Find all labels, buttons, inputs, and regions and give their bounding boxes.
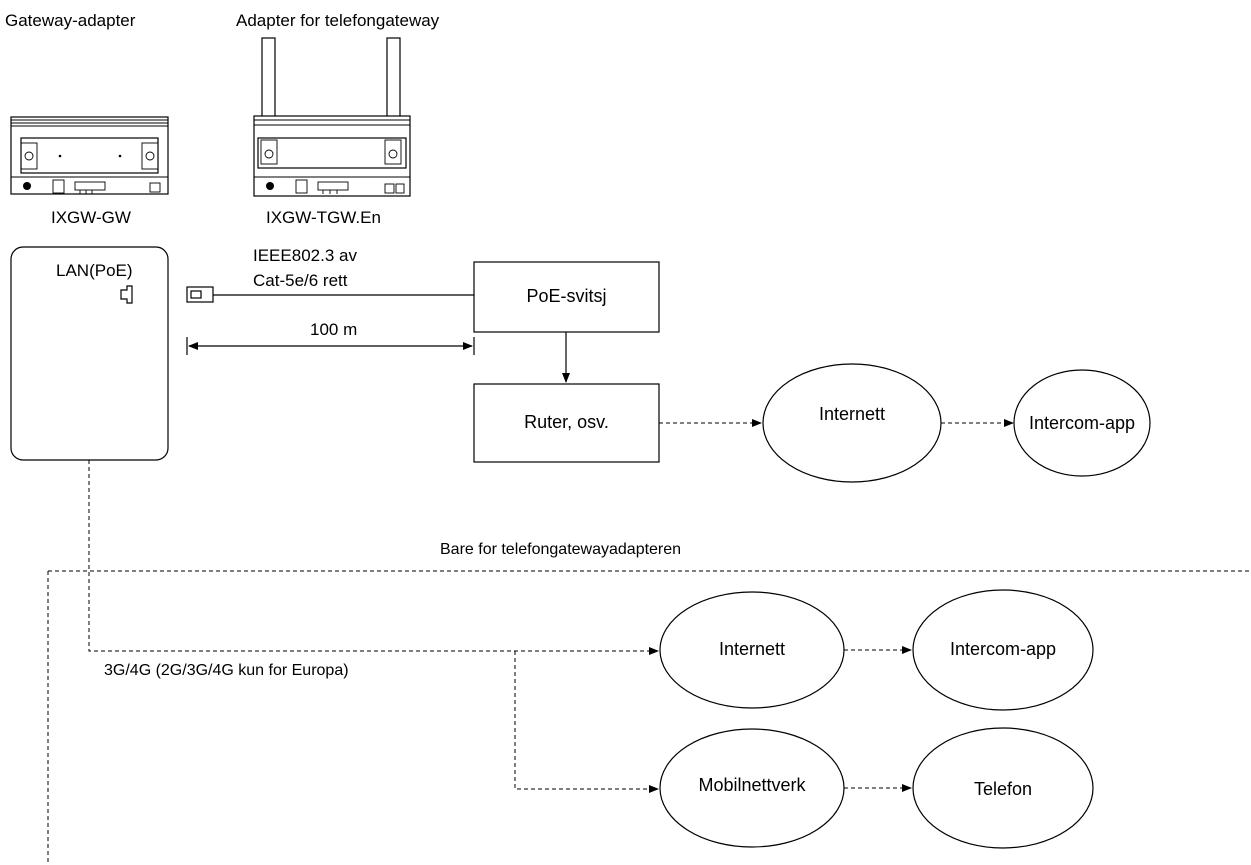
telephone-node xyxy=(912,727,1094,849)
telephone-adapter-illustration xyxy=(253,37,411,197)
telephone-model-label: IXGW-TGW.En xyxy=(266,208,381,227)
telephone-adapter-title: Adapter for telefongateway xyxy=(236,11,440,30)
intercom-app-node-mobile xyxy=(912,589,1094,711)
internet-label: Internett xyxy=(819,404,885,424)
rj45-connector-icon xyxy=(186,286,214,303)
cable-spec-line1: IEEE802.3 av xyxy=(253,246,357,265)
gateway-adapter-illustration xyxy=(10,116,169,195)
intercom-app-label: Intercom-app xyxy=(1029,413,1135,433)
internet-mobile-label: Internett xyxy=(719,639,785,659)
intercom-app-mobile-label: Intercom-app xyxy=(950,639,1056,659)
mobile-network-label: Mobilnettverk xyxy=(698,775,806,795)
lan-port-icon xyxy=(120,285,133,304)
telephone-only-note: Bare for telefongatewayadapteren xyxy=(440,541,681,558)
mobile-connection-label: 3G/4G (2G/3G/4G kun for Europa) xyxy=(104,662,349,679)
intercom-app-node xyxy=(1013,369,1151,477)
distance-label: 100 m xyxy=(310,320,357,339)
gateway-model-label: IXGW-GW xyxy=(51,208,131,227)
router-label: Ruter, osv. xyxy=(524,412,609,432)
gateway-adapter-title: Gateway-adapter xyxy=(5,11,136,30)
cable-spec-line2: Cat-5e/6 rett xyxy=(253,271,348,290)
telephone-label: Telefon xyxy=(974,779,1032,799)
router-box xyxy=(473,383,660,463)
poe-switch-label: PoE-svitsj xyxy=(526,286,606,306)
lan-poe-label: LAN(PoE) xyxy=(56,261,133,280)
poe-switch-box xyxy=(473,261,660,333)
